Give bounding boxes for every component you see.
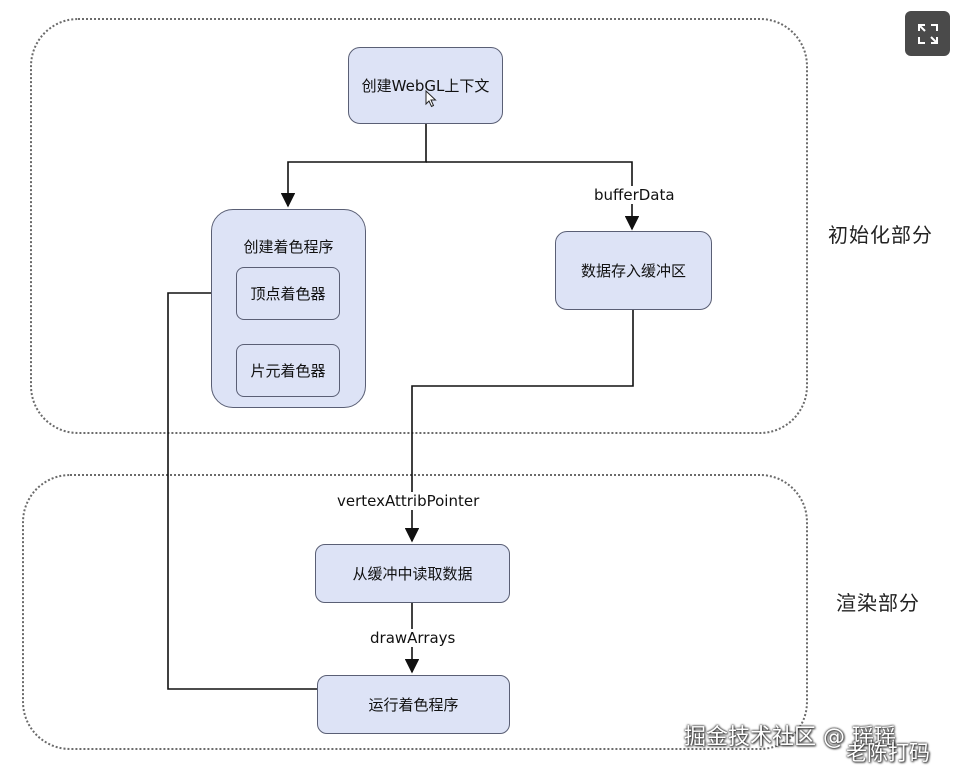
edge-context-to-buffer [426,161,640,231]
node-store-buffer: 数据存入缓冲区 [555,231,712,310]
render-region [22,474,808,750]
watermark-author: 老陈打码 [846,741,930,765]
render-region-label: 渲染部分 [836,591,920,615]
init-region-label: 初始化部分 [828,223,933,247]
edge-buffer-to-read [404,310,634,543]
expand-button[interactable] [905,11,950,56]
edge-label-draw-arrays: drawArrays [368,629,458,647]
expand-icon [917,23,938,44]
edge-run-to-vertex [167,285,317,690]
watermark-juejin: 掘金技术社区 @ 瑶瑶 [684,725,896,750]
node-fragment-shader: 片元着色器 [236,344,340,397]
edge-context-to-program [280,124,427,208]
node-run-program: 运行着色程序 [317,675,510,734]
node-vertex-shader: 顶点着色器 [236,267,340,320]
mouse-cursor-icon [425,89,437,112]
node-create-webgl-context: 创建WebGL上下文 [348,47,503,124]
edge-label-buffer-data: bufferData [592,186,677,204]
init-region [30,18,808,434]
node-read-buffer: 从缓冲中读取数据 [315,544,510,603]
group-create-shader-program-title: 创建着色程序 [243,238,334,256]
edge-label-vertex-attrib-pointer: vertexAttribPointer [335,492,482,510]
